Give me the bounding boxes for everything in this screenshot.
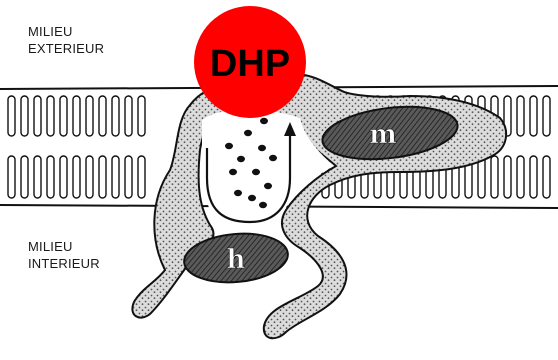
ion-dot [237,156,245,162]
lipid-tail [112,156,119,198]
lipid-tail [530,156,537,198]
lipid-tail [34,96,41,136]
lipid-tail [8,96,15,136]
ion-dot [269,155,277,161]
ion-dot [264,183,272,189]
inside-medium-label-line2: INTERIEUR [28,255,100,272]
lipid-tail [138,156,145,198]
ion-dot [234,190,242,196]
lipid-tail [73,96,80,136]
lipid-tail [8,156,15,198]
lipid-tail [86,96,93,136]
outside-medium-label-line2: EXTERIEUR [28,40,104,57]
ion-dot [259,202,267,208]
lipid-tail [125,96,132,136]
dhp-badge-label: DHP [210,43,290,85]
lipid-tail [138,96,145,136]
ion-dot [225,143,233,149]
ion-dot [260,118,268,124]
outside-medium-label: MILIEU EXTERIEUR [28,23,104,57]
lipid-tail [47,156,54,198]
lipid-tail [99,96,106,136]
subunit-h-label: h [227,245,246,275]
lipid-tail [34,156,41,198]
lipid-tail [60,156,67,198]
lipid-tail [99,156,106,198]
inside-medium-label-line1: MILIEU [28,238,100,255]
lipid-tail [517,156,524,198]
lipid-tail [112,96,119,136]
subunit-m-label: m [369,120,397,150]
ion-dot [258,145,266,151]
lipid-tail [543,156,550,198]
outside-medium-label-line1: MILIEU [28,23,104,40]
lipid-tail [504,156,511,198]
lipid-tail [21,156,28,198]
ion-dot [252,169,260,175]
inside-medium-label: MILIEU INTERIEUR [28,238,100,272]
lipid-tail [517,96,524,136]
lipid-tail [60,96,67,136]
lipid-tail [86,156,93,198]
lipid-tail [125,156,132,198]
lipid-tail [530,96,537,136]
lipid-tail [21,96,28,136]
lipid-tail [491,156,498,198]
ion-dot [244,130,252,136]
lipid-tail [73,156,80,198]
lipid-tail [47,96,54,136]
ion-dot [248,195,256,201]
lipid-tail [543,96,550,136]
ion-dot [229,169,237,175]
